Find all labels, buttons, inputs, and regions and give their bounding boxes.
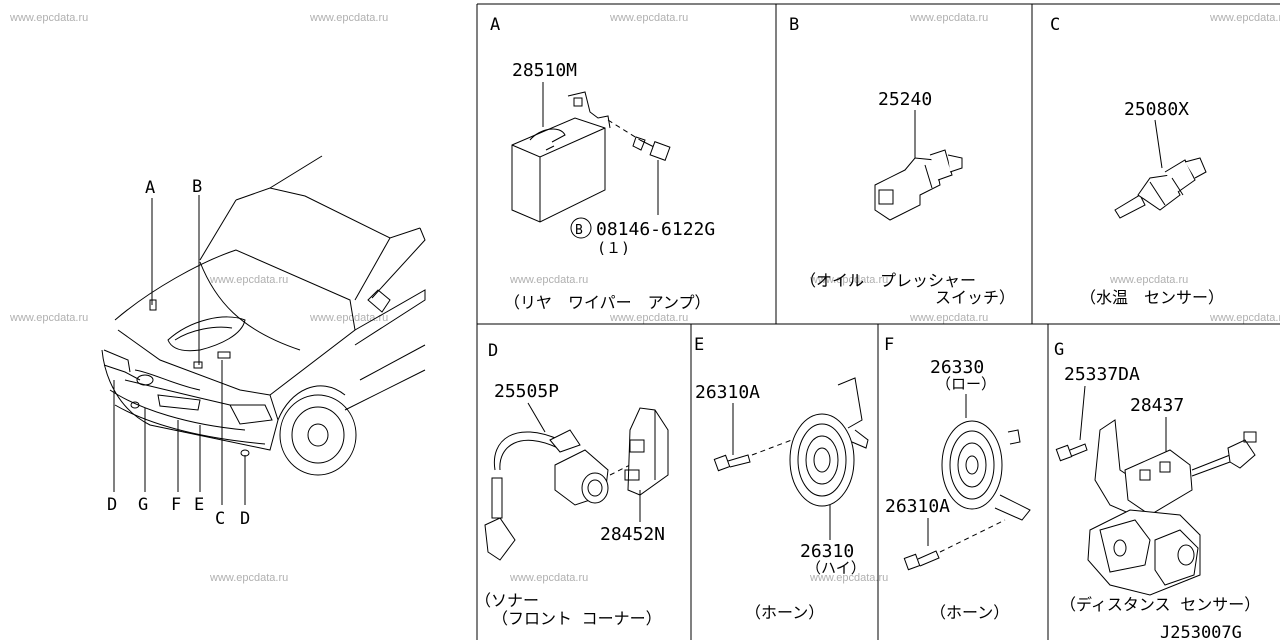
sensor-bracket-shape xyxy=(624,407,669,496)
watermark: www.epcdata.ru xyxy=(609,12,688,24)
caption-line-2: （フロント コーナー） xyxy=(492,609,662,628)
caption-line-1: （オイル プレッシャー xyxy=(800,271,976,290)
caption-line-2: スイッチ） xyxy=(935,288,1015,307)
bolt-mark: B xyxy=(575,223,583,238)
callout-a: A xyxy=(145,178,155,198)
vehicle-overview: A B D G F E C D xyxy=(101,155,426,529)
watermark: www.epcdata.ru xyxy=(1209,12,1280,24)
part-number-1: 26330 xyxy=(930,357,984,378)
panel-f: F 26330 （ロー） 26310A （ホーン） xyxy=(884,335,1031,622)
caption: （リヤ ワイパー アンプ） xyxy=(504,293,711,312)
oil-pressure-switch-shape xyxy=(874,149,963,221)
panel-letter: C xyxy=(1050,15,1060,35)
callout-e: E xyxy=(194,495,204,515)
bolt-shape xyxy=(903,550,940,571)
part-number-2: 26310 xyxy=(800,541,854,562)
part-number-1: 25505P xyxy=(494,381,559,402)
watermark: www.epcdata.ru xyxy=(1109,274,1188,286)
caption: （水温 センサー） xyxy=(1080,288,1224,307)
panel-b: B 25240 （オイル プレッシャー スイッチ） xyxy=(789,15,1015,307)
horn-high-shape xyxy=(789,377,869,507)
part-number-2: 28437 xyxy=(1130,395,1184,416)
caption: （ホーン） xyxy=(745,603,824,622)
panel-e: E 26310A 26310 （ハイ） （ホーン） xyxy=(694,335,869,622)
watermark: www.epcdata.ru xyxy=(809,572,888,584)
panel-grid xyxy=(476,3,1280,640)
panel-a: A 28510M B 08146-6122G (１) （リヤ ワイパー アンプ） xyxy=(490,15,715,312)
panel-g: G 25337DA 28437 （ディスタンス センサー） xyxy=(1054,340,1260,614)
watermark: www.epcdata.ru xyxy=(1209,312,1280,324)
part-number-2: 26310A xyxy=(885,496,950,517)
part-number-1: 26310A xyxy=(695,382,760,403)
panel-letter: F xyxy=(884,335,894,355)
part-number-2: 28452N xyxy=(600,524,665,545)
panel-d: D 25505P 28452N （ソナー （フロント コーナー） xyxy=(475,341,669,628)
panel-letter: A xyxy=(490,15,500,35)
callout-d: D xyxy=(107,495,117,515)
panel-letter: G xyxy=(1054,340,1064,360)
part-number: 25240 xyxy=(878,89,932,110)
watermark: www.epcdata.ru xyxy=(309,12,388,24)
wiper-amp-shape xyxy=(511,91,611,223)
bolt-shape xyxy=(1055,443,1088,462)
watermark: www.epcdata.ru xyxy=(9,12,88,24)
part-number-1: 25337DA xyxy=(1064,364,1140,385)
panel-letter: D xyxy=(488,341,498,361)
distance-sensor-shape xyxy=(1087,419,1257,596)
water-temp-sensor-shape xyxy=(1114,157,1207,219)
bolt-shape xyxy=(632,136,671,161)
watermark: www.epcdata.ru xyxy=(909,312,988,324)
callout-d-right: D xyxy=(240,509,250,529)
horn-low-shape xyxy=(941,420,1031,521)
watermark: www.epcdata.ru xyxy=(909,12,988,24)
watermark: www.epcdata.ru xyxy=(509,572,588,584)
callout-f: F xyxy=(171,495,181,515)
bolt-qty: (１) xyxy=(597,239,630,257)
watermark: www.epcdata.ru xyxy=(509,274,588,286)
caption: （ホーン） xyxy=(930,603,1009,622)
watermark: www.epcdata.ru xyxy=(309,312,388,324)
bolt-number: 08146-6122G xyxy=(596,219,715,240)
panel-letter: E xyxy=(694,335,704,355)
watermark: www.epcdata.ru xyxy=(809,274,888,286)
part-number: 25080X xyxy=(1124,99,1189,120)
panel-c: C 25080X （水温 センサー） xyxy=(1050,15,1224,307)
watermark: www.epcdata.ru xyxy=(609,312,688,324)
watermark: www.epcdata.ru xyxy=(209,274,288,286)
panel-letter: B xyxy=(789,15,799,35)
caption-line-1: （ソナー xyxy=(475,591,539,610)
sonar-sensor-shape xyxy=(484,429,609,561)
callout-b: B xyxy=(192,177,202,197)
part-note: （ロー） xyxy=(936,375,996,393)
bolt-shape xyxy=(713,454,751,472)
watermark: www.epcdata.ru xyxy=(9,312,88,324)
caption: （ディスタンス センサー） xyxy=(1060,595,1260,614)
part-note: （ハイ） xyxy=(806,559,866,577)
diagram-code: J253007G xyxy=(1160,623,1242,640)
callout-g: G xyxy=(138,495,148,515)
part-number: 28510M xyxy=(512,60,577,81)
callout-c: C xyxy=(215,509,225,529)
watermark: www.epcdata.ru xyxy=(209,572,288,584)
